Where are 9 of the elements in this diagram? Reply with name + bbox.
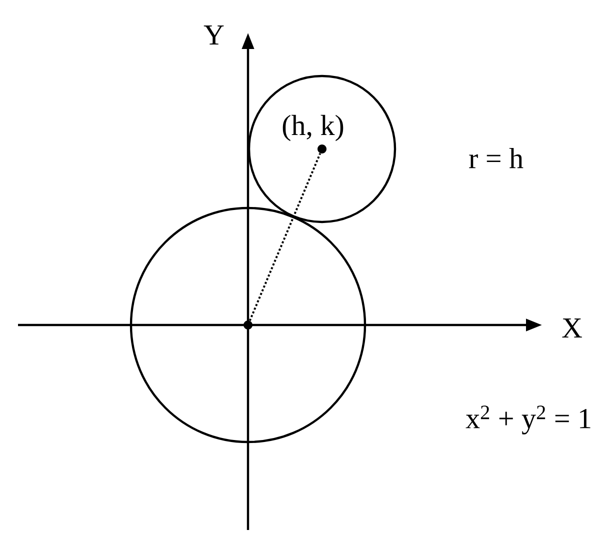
circle bbox=[130, 206, 366, 444]
circle bbox=[248, 74, 396, 224]
axis-label: Y bbox=[204, 26, 224, 44]
equation-label: x$^{2}$ + y$^{2}$ = 1 bbox=[466, 406, 590, 434]
equation-label: r = h bbox=[469, 148, 524, 168]
point-label: (h, k) bbox=[282, 114, 344, 154]
radius-line bbox=[248, 152, 322, 322]
axis-label: X bbox=[562, 318, 582, 338]
point bbox=[244, 320, 252, 330]
